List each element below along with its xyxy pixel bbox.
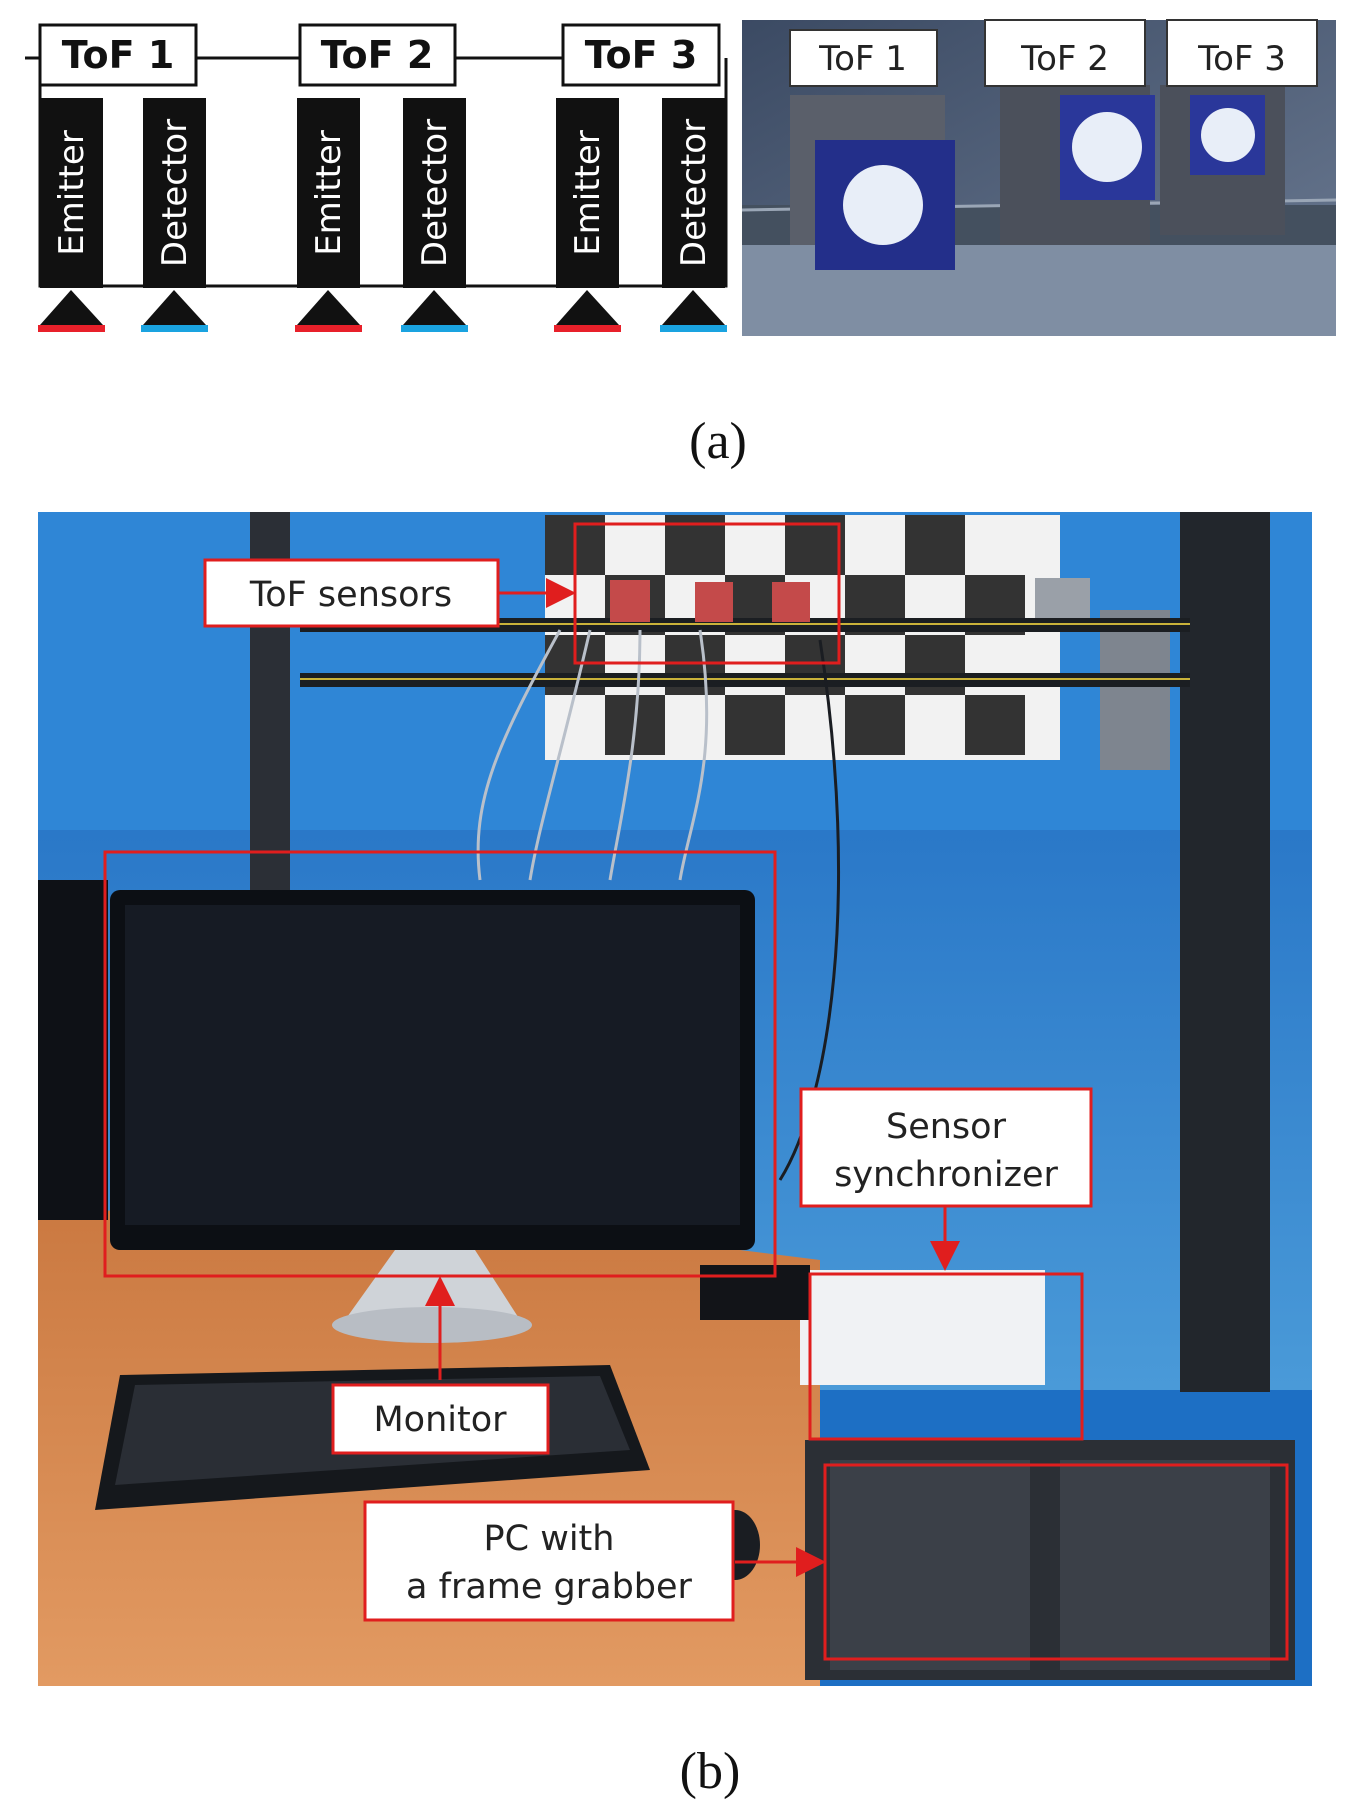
callout-tof-sensors: ToF sensors — [203, 558, 500, 628]
photo-sensor-1 — [790, 95, 955, 270]
tof-3-label: ToF 3 — [585, 33, 698, 77]
detector-marker-2 — [401, 290, 468, 332]
panel-a-photo: ToF 1 ToF 2 ToF 3 — [741, 19, 1337, 336]
tof-1-emitter: Emitter — [40, 98, 103, 288]
svg-text:ToF 1: ToF 1 — [818, 39, 907, 79]
photo-sensor-2 — [1000, 85, 1155, 245]
callout-monitor: Monitor — [331, 1383, 550, 1455]
detector-marker-1 — [141, 290, 208, 332]
emitter-label: Emitter — [568, 130, 608, 256]
emitter-marker-3 — [554, 290, 621, 332]
emitter-marker-1 — [38, 290, 105, 332]
svg-text:ToF sensors: ToF sensors — [249, 575, 452, 615]
tof-1-detector: Detector — [143, 98, 206, 288]
sensor-bus-frame — [38, 56, 728, 288]
svg-text:ToF 2: ToF 2 — [1020, 39, 1109, 79]
checkerboard — [545, 515, 1060, 760]
photo-sensor-3 — [1160, 85, 1285, 235]
photo-label-tof-3: ToF 3 — [1166, 19, 1318, 87]
tof-2-box: ToF 2 — [298, 23, 457, 87]
svg-text:ToF 3: ToF 3 — [1197, 39, 1286, 79]
tof-3-detector: Detector — [662, 98, 725, 288]
tof-2-label: ToF 2 — [321, 33, 434, 77]
emitter-label: Emitter — [309, 130, 349, 256]
photo-label-tof-2: ToF 2 — [984, 19, 1146, 87]
emitter-label: Emitter — [52, 130, 92, 256]
tof-3-box: ToF 3 — [561, 23, 721, 87]
tof-2-detector: Detector — [403, 98, 466, 288]
panel-a-diagram: ToF 1 ToF 2 ToF 3 Emitter Detector Emitt… — [25, 23, 728, 332]
svg-text:Sensor: Sensor — [886, 1107, 1007, 1147]
tof-1-label: ToF 1 — [62, 33, 175, 77]
emitter-marker-2 — [295, 290, 362, 332]
svg-text:a frame grabber: a frame grabber — [406, 1567, 693, 1607]
synchronizer-highlight — [808, 1272, 1084, 1441]
detector-marker-3 — [660, 290, 727, 332]
svg-text:synchronizer: synchronizer — [834, 1155, 1058, 1195]
pc-photo — [805, 1440, 1295, 1680]
svg-text:Monitor: Monitor — [373, 1400, 507, 1440]
panel-b-photo — [38, 512, 1312, 1686]
detector-label: Detector — [155, 119, 195, 267]
photo-label-tof-1: ToF 1 — [789, 29, 938, 87]
detector-label: Detector — [674, 119, 714, 267]
tof-3-emitter: Emitter — [556, 98, 619, 288]
tof-2-emitter: Emitter — [297, 98, 360, 288]
callout-sensor-synchronizer: Sensor synchronizer — [799, 1087, 1093, 1208]
tof-1-box: ToF 1 — [38, 23, 198, 87]
monitor-photo — [110, 890, 755, 1343]
detector-label: Detector — [415, 119, 455, 267]
svg-text:PC with: PC with — [484, 1519, 615, 1559]
callout-pc: PC with a frame grabber — [363, 1500, 735, 1622]
caption-b: (b) — [680, 1743, 741, 1800]
caption-a: (a) — [689, 413, 747, 470]
